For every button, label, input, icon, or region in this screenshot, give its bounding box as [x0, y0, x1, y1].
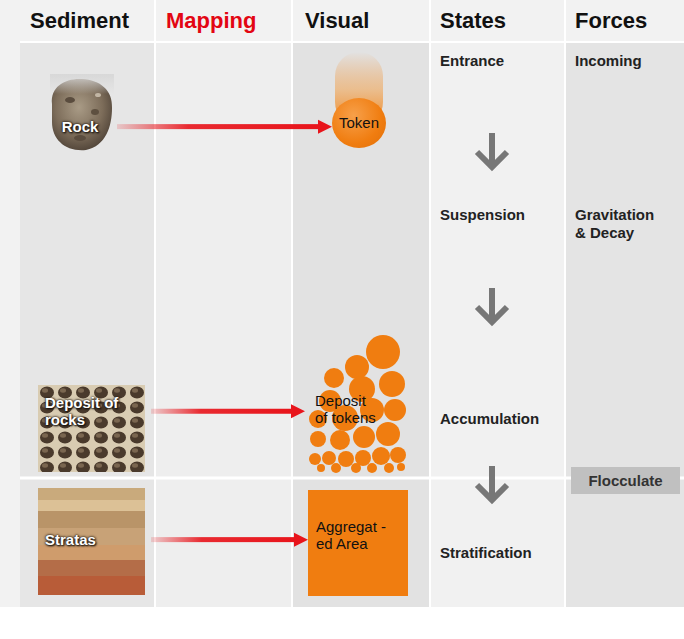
state-label: Stratification [440, 544, 532, 562]
node-text: Token [332, 114, 386, 131]
force-box: Flocculate [571, 467, 680, 494]
force-label: Gravitation & Decay [575, 206, 667, 242]
mapping-arrow [151, 404, 305, 418]
strata-image: Stratas [38, 488, 149, 595]
node-text: Deposit of tokens [315, 392, 379, 427]
node-text: Stratas [45, 531, 145, 548]
state-arrow [477, 133, 507, 500]
column-header: Mapping [166, 8, 256, 34]
column-header: Visual [305, 8, 369, 34]
column-header: Forces [575, 8, 647, 34]
token-deposit: Deposit of tokens [305, 335, 407, 472]
column-header: States [440, 8, 506, 34]
rock-image: Rock [45, 78, 115, 150]
state-label: Accumulation [440, 410, 539, 428]
state-label: Entrance [440, 52, 504, 70]
node-text: Rock [47, 118, 113, 135]
token-circle: Token [332, 98, 386, 148]
node-text: Deposit of rocks [45, 394, 143, 429]
rock-deposit-image: Deposit of rocks [38, 385, 149, 472]
state-label: Suspension [440, 206, 525, 224]
column-header: Sediment [30, 8, 129, 34]
force-label: Incoming [575, 52, 642, 70]
token-cluster [309, 335, 406, 473]
aggregated-area: Aggregat -ed Area [308, 490, 408, 596]
mapping-arrow [117, 120, 332, 134]
node-text: Flocculate [575, 472, 676, 489]
node-text: Aggregat -ed Area [316, 518, 396, 553]
mapping-arrow [151, 533, 308, 547]
